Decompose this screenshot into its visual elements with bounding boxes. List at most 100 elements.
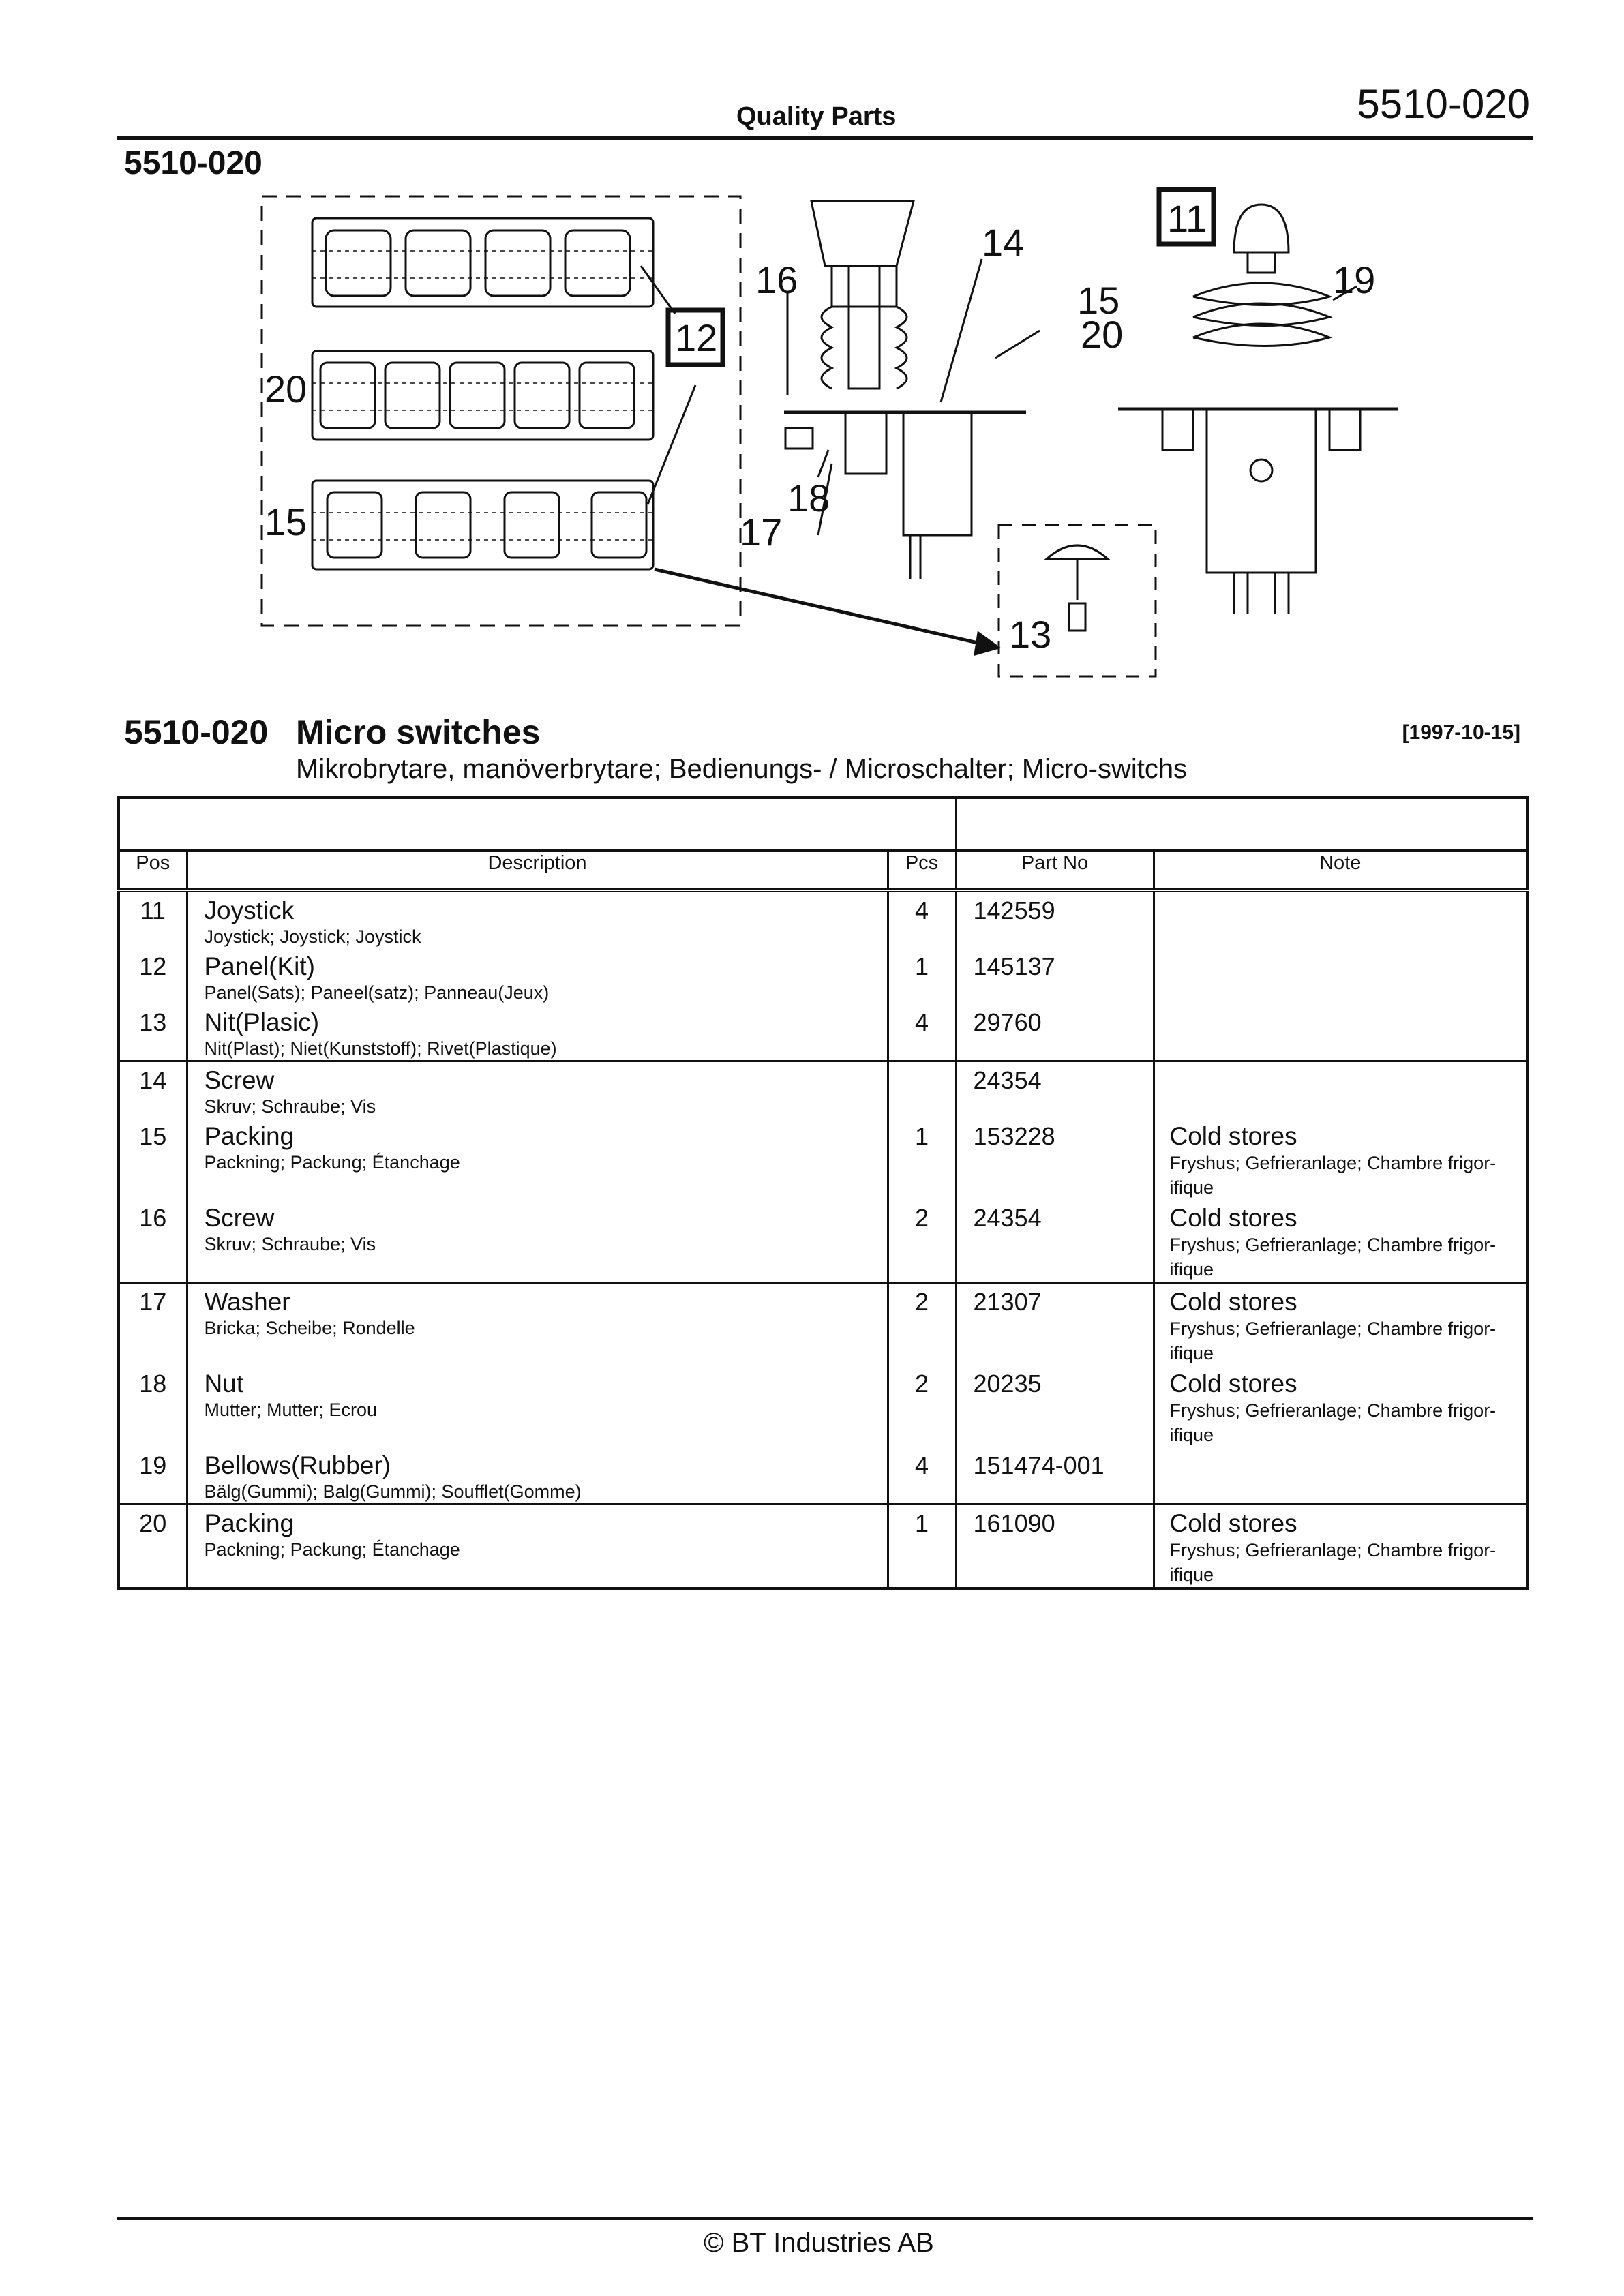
col-header-part-no: Part No (954, 851, 1155, 892)
row-pos: 17 (117, 1282, 188, 1365)
parts-diagram: 11 12 13 14 15 16 17 18 19 20 20 15 (260, 187, 1398, 678)
header-divider (117, 136, 1533, 140)
description-main: Packing (204, 1509, 295, 1537)
panel-middle (311, 350, 655, 441)
row-pcs: 4 (886, 1004, 957, 1062)
table-header-row: Pos Description Pcs Part No Note (117, 851, 1529, 892)
description-translations: Joystick; Joystick; Joystick (204, 926, 421, 947)
row-description: Nit(Plasic)Nit(Plast); Niet(Kunststoff);… (185, 1004, 889, 1062)
row-part-no: 153228 (954, 1118, 1155, 1200)
description-translations: Mutter; Mutter; Ecrou (204, 1400, 378, 1420)
row-pcs (886, 1061, 957, 1118)
note-translations: Fryshus; Gefrieranlage; Chambre frigor-i… (1169, 1318, 1497, 1363)
row-pos: 18 (117, 1365, 188, 1447)
description-translations: Skruv; Schraube; Vis (204, 1234, 376, 1254)
page-code-right: 5510-020 (1357, 81, 1530, 127)
row-pcs: 4 (886, 1447, 957, 1505)
callout-13: 13 (1009, 613, 1051, 656)
callout-12: 12 (675, 316, 717, 359)
note-main: Cold stores (1169, 1288, 1297, 1316)
rivet-head (1044, 544, 1111, 560)
footer-divider (117, 2217, 1533, 2220)
row-pcs: 1 (886, 948, 957, 1004)
panel-top (311, 217, 655, 308)
description-main: Panel(Kit) (204, 952, 315, 980)
section-code: 5510-020 (124, 713, 269, 751)
row-pos: 15 (117, 1118, 188, 1200)
row-part-no: 145137 (954, 948, 1155, 1004)
callout-20-right: 20 (1081, 313, 1123, 356)
callout-17: 17 (740, 511, 782, 554)
description-translations: Bricka; Scheibe; Rondelle (204, 1318, 415, 1338)
description-translations: Skruv; Schraube; Vis (204, 1096, 376, 1117)
description-main: Screw (204, 1066, 275, 1094)
row-pcs: 2 (886, 1200, 957, 1284)
callout-11: 11 (1167, 197, 1207, 240)
description-main: Packing (204, 1122, 295, 1150)
row-note (1152, 890, 1529, 948)
row-part-no: 21307 (954, 1282, 1155, 1365)
section-subtitle: Mikrobrytare, manöverbrytare; Bedienungs… (296, 754, 1188, 784)
description-main: Bellows(Rubber) (204, 1451, 391, 1479)
callout-15: 15 (1077, 279, 1119, 322)
row-part-no: 24354 (954, 1200, 1155, 1284)
row-description: Panel(Kit)Panel(Sats); Paneel(satz); Pan… (185, 948, 889, 1004)
footer-copyright: © BT Industries AB (704, 2228, 934, 2258)
description-translations: Packning; Packung; Étanchage (204, 1539, 460, 1560)
row-part-no: 29760 (954, 1004, 1155, 1062)
row-pcs: 2 (886, 1365, 957, 1447)
description-main: Nit(Plasic) (204, 1008, 320, 1036)
note-main: Cold stores (1169, 1370, 1297, 1398)
description-main: Joystick (204, 896, 295, 924)
row-pos: 12 (117, 948, 188, 1004)
callout-20-left: 20 (265, 367, 307, 410)
rivet-frame (997, 524, 1157, 678)
row-pos: 14 (117, 1061, 188, 1118)
panel-bottom (311, 479, 655, 571)
note-main: Cold stores (1169, 1204, 1297, 1232)
callout-16: 16 (755, 258, 798, 301)
note-main: Cold stores (1169, 1509, 1297, 1537)
col-header-pcs: Pcs (886, 851, 957, 892)
row-pcs: 2 (886, 1282, 957, 1365)
row-pcs: 4 (886, 890, 957, 948)
note-translations: Fryshus; Gefrieranlage; Chambre frigor-i… (1169, 1235, 1497, 1280)
section-date: [1997-10-15] (1402, 721, 1520, 744)
note-translations: Fryshus; Gefrieranlage; Chambre frigor-i… (1169, 1400, 1497, 1445)
row-pcs: 1 (886, 1118, 957, 1200)
row-note (1152, 1447, 1529, 1505)
row-pcs: 1 (886, 1504, 957, 1588)
row-part-no: 161090 (954, 1504, 1155, 1588)
description-main: Screw (204, 1204, 275, 1232)
row-pos: 16 (117, 1200, 188, 1284)
col-header-pos: Pos (117, 851, 188, 892)
row-pos: 11 (117, 890, 188, 948)
row-pos: 13 (117, 1004, 188, 1062)
row-description: Bellows(Rubber)Bälg(Gummi); Balg(Gummi);… (185, 1447, 889, 1505)
description-translations: Panel(Sats); Paneel(satz); Panneau(Jeux) (204, 982, 550, 1003)
callout-15-left: 15 (265, 500, 307, 543)
col-header-note: Note (1152, 851, 1529, 892)
row-part-no: 151474-001 (954, 1447, 1155, 1505)
col-header-description: Description (185, 851, 889, 892)
